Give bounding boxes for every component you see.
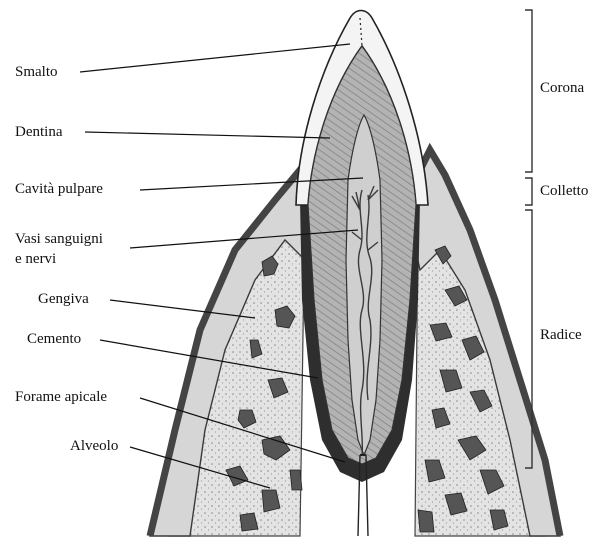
bracket-colletto bbox=[525, 178, 532, 205]
label-vasi-sanguigni-line2: e nervi bbox=[15, 250, 56, 268]
label-gengiva: Gengiva bbox=[38, 290, 89, 308]
leader-smalto bbox=[80, 44, 350, 72]
label-corona: Corona bbox=[540, 80, 584, 97]
label-vasi-sanguigni-line1: Vasi sanguigni bbox=[15, 230, 103, 248]
label-forame-apicale: Forame apicale bbox=[15, 388, 107, 406]
label-alveolo: Alveolo bbox=[70, 437, 118, 455]
label-cemento: Cemento bbox=[27, 330, 81, 348]
label-cavita-pulpare: Cavità pulpare bbox=[15, 180, 103, 198]
bracket-corona bbox=[525, 10, 532, 172]
label-radice: Radice bbox=[540, 327, 582, 344]
label-dentina: Dentina bbox=[15, 123, 62, 141]
leader-dentina bbox=[85, 132, 330, 138]
label-colletto: Colletto bbox=[540, 183, 588, 200]
label-smalto: Smalto bbox=[15, 63, 58, 81]
